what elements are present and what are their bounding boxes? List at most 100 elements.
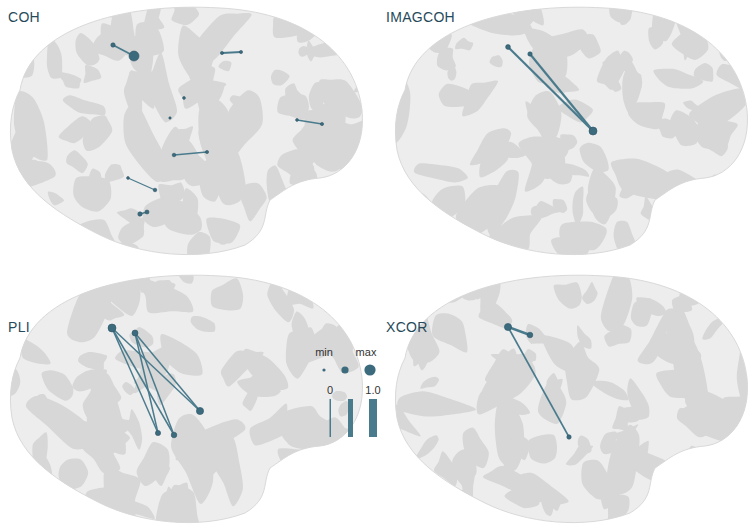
sulcus-patch (42, 370, 74, 400)
source-node (108, 324, 116, 332)
sulcus-patch (211, 278, 243, 310)
sulcus-patch (83, 507, 109, 526)
sulcus-patch (706, 456, 750, 514)
sulcus-patch (451, 472, 476, 526)
sulcus-patch (177, 140, 200, 181)
sulcus-patch (647, 497, 663, 522)
source-node (504, 323, 511, 330)
sulcus-patch (0, 46, 19, 73)
sulcus-patch (332, 391, 347, 401)
sulcus-patch (582, 282, 598, 304)
legend-label: 1.0 (365, 385, 380, 396)
sulcus-patch (664, 211, 677, 224)
width-sample (348, 399, 353, 437)
sulcus-patch (88, 169, 102, 187)
sulcus-patch (14, 91, 48, 161)
sulcus-patch (66, 150, 88, 173)
sulcus-patch (420, 377, 439, 389)
sulcus-patch (327, 495, 379, 518)
sulcus-patch (636, 297, 666, 316)
connection-line (112, 328, 174, 435)
sulcus-patch (491, 349, 524, 377)
source-node (205, 150, 208, 153)
sulcus-patch (547, 373, 559, 387)
sulcal-pattern (378, 0, 750, 270)
sulcus-patch (586, 189, 618, 216)
sulcus-patch (15, 188, 35, 212)
sulcus-patch (1, 250, 43, 323)
sulcus-patch (271, 70, 290, 86)
sulcus-patch (691, 178, 711, 194)
sulcus-patch (702, 247, 736, 265)
sulcus-patch (429, 501, 464, 526)
legend-samples (322, 364, 377, 437)
sulcus-patch (98, 0, 116, 17)
sulcus-patch (663, 170, 731, 218)
source-node (155, 430, 160, 435)
sulcus-patch (664, 457, 698, 503)
connection-line (297, 120, 322, 124)
sulcus-patch (72, 369, 107, 391)
sulcus-patch (259, 224, 273, 266)
sulcus-patch (645, 224, 674, 259)
sulcus-patch (38, 264, 93, 292)
sulcus-patch (600, 432, 617, 455)
sulcus-patch (381, 451, 408, 470)
sulcus-patch (316, 482, 346, 522)
brain-surface (395, 7, 747, 254)
connection-line (174, 152, 207, 155)
source-node (138, 212, 142, 216)
sulcus-patch (178, 25, 215, 80)
panel-label: PLI (8, 320, 30, 334)
sulcus-patch (328, 485, 377, 526)
sulcus-patch (685, 391, 730, 420)
brain-panel (0, 0, 376, 271)
sulcus-patch (577, 325, 592, 348)
panel-label: XCOR (386, 320, 428, 334)
sulcus-patch (174, 264, 194, 283)
sulcus-patch (67, 269, 118, 342)
sulcus-patch (719, 196, 750, 231)
sulcus-patch (415, 435, 439, 460)
sulcus-patch (293, 123, 320, 166)
sulcus-patch (539, 29, 589, 61)
sulcus-patch (685, 446, 711, 472)
connection-line (508, 327, 569, 437)
sulcus-patch (718, 462, 750, 486)
sulcus-patch (378, 64, 410, 144)
sulcus-patch (144, 52, 177, 122)
sulcus-patch (612, 406, 628, 430)
source-node (183, 97, 186, 100)
sulcus-patch (659, 7, 676, 41)
sulcus-patch (387, 47, 409, 74)
sulcus-patch (417, 486, 446, 505)
sulcus-patch (423, 504, 451, 526)
source-node (169, 117, 171, 119)
sulcus-patch (37, 495, 77, 526)
sulcus-patch (286, 278, 313, 309)
sulcus-patch (191, 316, 216, 332)
brain-panel (0, 250, 379, 526)
sulcus-patch (156, 483, 188, 526)
legend-label: max (356, 347, 377, 358)
sulcus-patch (490, 55, 503, 67)
source-node (196, 407, 203, 414)
sulcus-patch (47, 37, 62, 78)
source-node (320, 122, 323, 125)
size-sample (364, 364, 375, 375)
sulcus-patch (554, 282, 582, 308)
connection-line (135, 333, 174, 435)
sulcus-patch (705, 134, 728, 156)
sulcus-patch (0, 44, 34, 77)
sulcus-patch (566, 446, 593, 466)
sulcus-patch (250, 404, 288, 446)
sulcus-patch (580, 143, 609, 172)
brain-outline (10, 7, 362, 254)
sulcus-patch (117, 208, 141, 224)
sulcus-patch (59, 116, 92, 143)
sulcus-patch (439, 84, 481, 107)
source-node (171, 432, 177, 438)
sulcus-patch (129, 327, 153, 347)
sulcus-patch (267, 219, 285, 248)
